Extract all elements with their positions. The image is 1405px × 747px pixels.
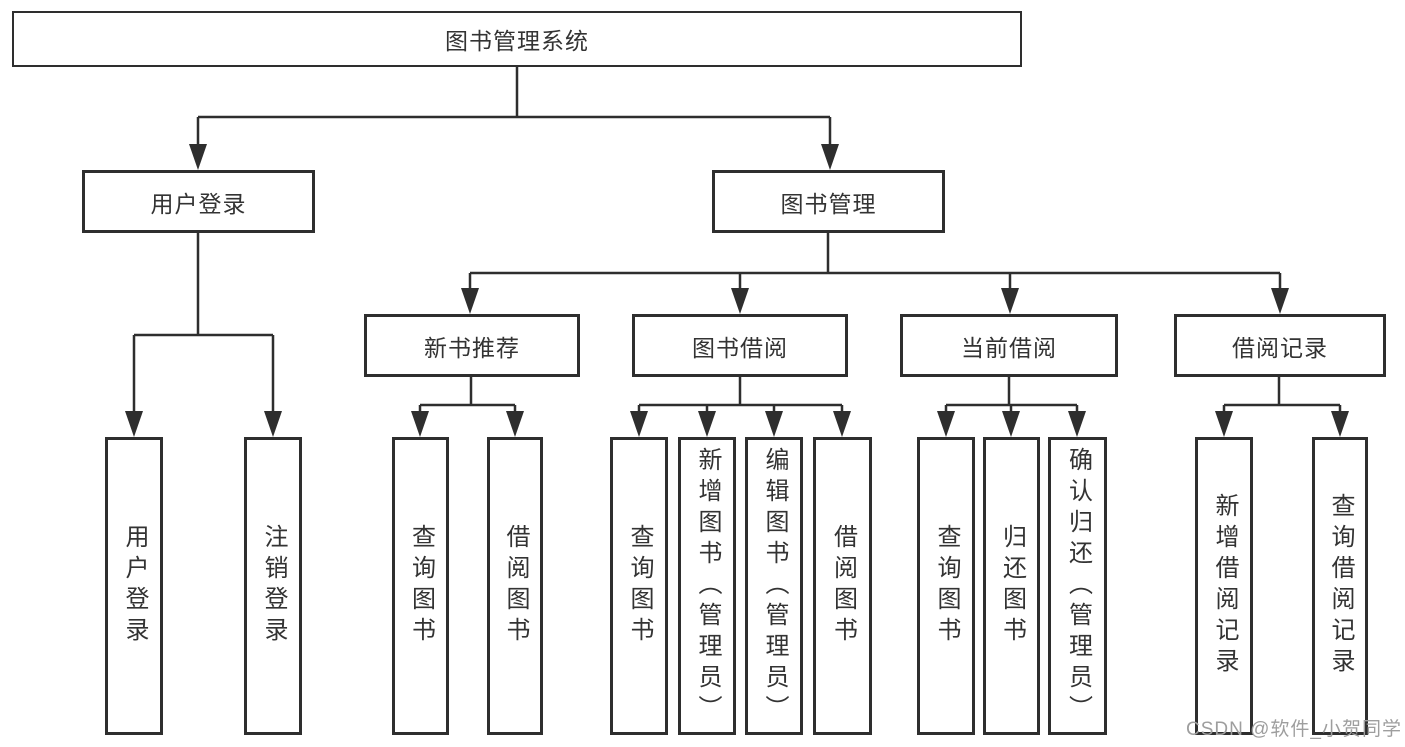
- leaf-logout: 注销登录: [244, 437, 302, 735]
- leaf-logout-label: 注销登录: [260, 524, 287, 648]
- arrow-icon: [1068, 411, 1086, 437]
- leaf-confirm-return-admin: 确认归还（管理员）: [1048, 437, 1107, 735]
- arrow-icon: [189, 144, 207, 170]
- node-user-login: 用户登录: [82, 170, 315, 233]
- arrow-icon: [506, 411, 524, 437]
- arrow-icon: [821, 144, 839, 170]
- connector-borrowing-records: [1222, 377, 1342, 413]
- arrow-icon: [461, 288, 479, 314]
- leaf-query-books-recommend-label: 查询图书: [407, 524, 435, 648]
- leaf-query-books-borrow: 查询图书: [610, 437, 668, 735]
- watermark: CSDN @软件_小贺同学: [1186, 719, 1402, 740]
- connector-user-login: [132, 233, 275, 413]
- leaf-query-books-current: 查询图书: [917, 437, 975, 735]
- leaf-query-books-borrow-label: 查询图书: [626, 524, 653, 648]
- node-book-management-label: 图书管理: [780, 190, 877, 217]
- leaf-borrow-books-recommend: 借阅图书: [487, 437, 543, 735]
- node-book-borrowing: 图书借阅: [632, 314, 848, 377]
- arrow-icon: [731, 288, 749, 314]
- arrowheads: [125, 144, 1349, 437]
- connector-book-borrowing: [637, 377, 844, 413]
- arrow-icon: [1271, 288, 1289, 314]
- leaf-query-borrow-record: 查询借阅记录: [1312, 437, 1368, 735]
- arrow-icon: [1215, 411, 1233, 437]
- leaf-return-books-label: 归还图书: [998, 524, 1026, 648]
- arrow-icon: [411, 411, 429, 437]
- arrow-icon: [264, 411, 282, 437]
- arrow-icon: [630, 411, 648, 437]
- node-current-borrowing: 当前借阅: [900, 314, 1118, 377]
- node-borrowing-records: 借阅记录: [1174, 314, 1386, 377]
- node-book-borrowing-label: 图书借阅: [692, 334, 788, 361]
- leaf-return-books: 归还图书: [983, 437, 1040, 735]
- connector-book-management: [468, 233, 1282, 290]
- node-user-login-label: 用户登录: [150, 190, 247, 217]
- connector-new-book-recommend: [418, 377, 517, 413]
- node-root-label: 图书管理系统: [445, 28, 589, 54]
- node-borrowing-records-label: 借阅记录: [1232, 334, 1328, 361]
- arrow-icon: [1331, 411, 1349, 437]
- arrow-icon: [937, 411, 955, 437]
- arrow-icon: [765, 411, 783, 437]
- arrow-icon: [833, 411, 851, 437]
- node-current-borrowing-label: 当前借阅: [961, 334, 1057, 361]
- arrow-icon: [1002, 411, 1020, 437]
- leaf-edit-books-admin: 编辑图书（管理员）: [745, 437, 803, 735]
- leaf-add-books-admin: 新增图书（管理员）: [678, 437, 736, 735]
- leaf-add-books-admin-label: 新增图书（管理员）: [694, 446, 721, 726]
- connector-root: [196, 67, 832, 146]
- leaf-user-login: 用户登录: [105, 437, 163, 735]
- leaf-query-books-recommend: 查询图书: [392, 437, 449, 735]
- node-root: 图书管理系统: [12, 11, 1022, 67]
- leaf-confirm-return-admin-label: 确认归还（管理员）: [1064, 446, 1092, 726]
- arrow-icon: [125, 411, 143, 437]
- node-new-book-recommend-label: 新书推荐: [424, 334, 520, 361]
- leaf-borrow-books-recommend-label: 借阅图书: [502, 524, 529, 648]
- leaf-add-borrow-record-label: 新增借阅记录: [1211, 493, 1238, 679]
- leaf-query-books-current-label: 查询图书: [933, 524, 960, 648]
- node-book-management: 图书管理: [712, 170, 945, 233]
- node-new-book-recommend: 新书推荐: [364, 314, 580, 377]
- leaf-user-login-label: 用户登录: [121, 524, 148, 648]
- leaf-borrow-books: 借阅图书: [813, 437, 872, 735]
- connector-current-borrowing: [944, 377, 1079, 413]
- arrow-icon: [1001, 288, 1019, 314]
- leaf-borrow-books-label: 借阅图书: [829, 524, 857, 648]
- arrow-icon: [698, 411, 716, 437]
- leaf-query-borrow-record-label: 查询借阅记录: [1327, 493, 1354, 679]
- leaf-add-borrow-record: 新增借阅记录: [1195, 437, 1253, 735]
- leaf-edit-books-admin-label: 编辑图书（管理员）: [761, 446, 788, 726]
